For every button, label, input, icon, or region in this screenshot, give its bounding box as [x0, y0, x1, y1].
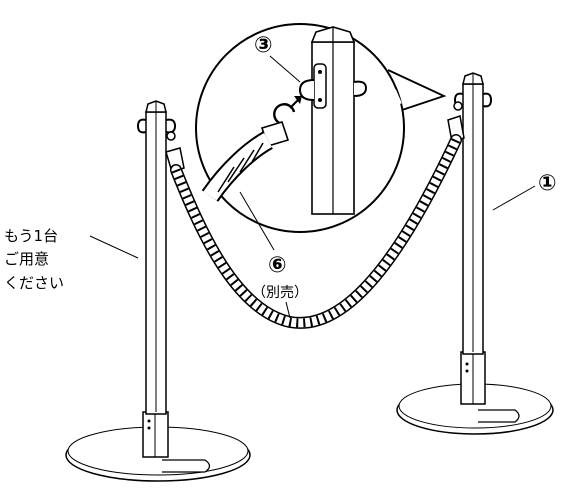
rope — [165, 115, 465, 329]
left-post-hook-left — [136, 118, 147, 134]
right-post — [396, 72, 554, 435]
post-number-label: ① — [538, 171, 557, 196]
left-post — [65, 100, 251, 482]
label-post: ① — [492, 171, 557, 211]
rope-number-label: ⑥ — [268, 253, 287, 278]
left-post-hook-right — [165, 118, 177, 134]
other-post-line2: ご用意 — [4, 250, 49, 268]
label-hook: ③ — [254, 33, 301, 83]
detail-eye-bolt — [298, 79, 315, 101]
detail-magnifier — [195, 23, 447, 233]
magnifier-pointer — [387, 69, 447, 111]
left-base-slot — [162, 459, 211, 473]
right-base-slot — [478, 409, 520, 423]
rope-note-label: （別売） — [252, 285, 308, 301]
other-post-line1: もう1台 — [4, 227, 58, 245]
right-post-hook-right — [482, 92, 493, 108]
hook-number-label: ③ — [254, 33, 273, 58]
detail-arrow-icon — [289, 99, 299, 109]
magnifier-circle — [195, 23, 405, 233]
label-rope: ⑥ （別売） — [239, 191, 308, 319]
other-post-line3: ください — [4, 274, 64, 292]
detail-post — [310, 26, 356, 215]
label-other-post: もう1台 ご用意 ください — [4, 227, 139, 292]
